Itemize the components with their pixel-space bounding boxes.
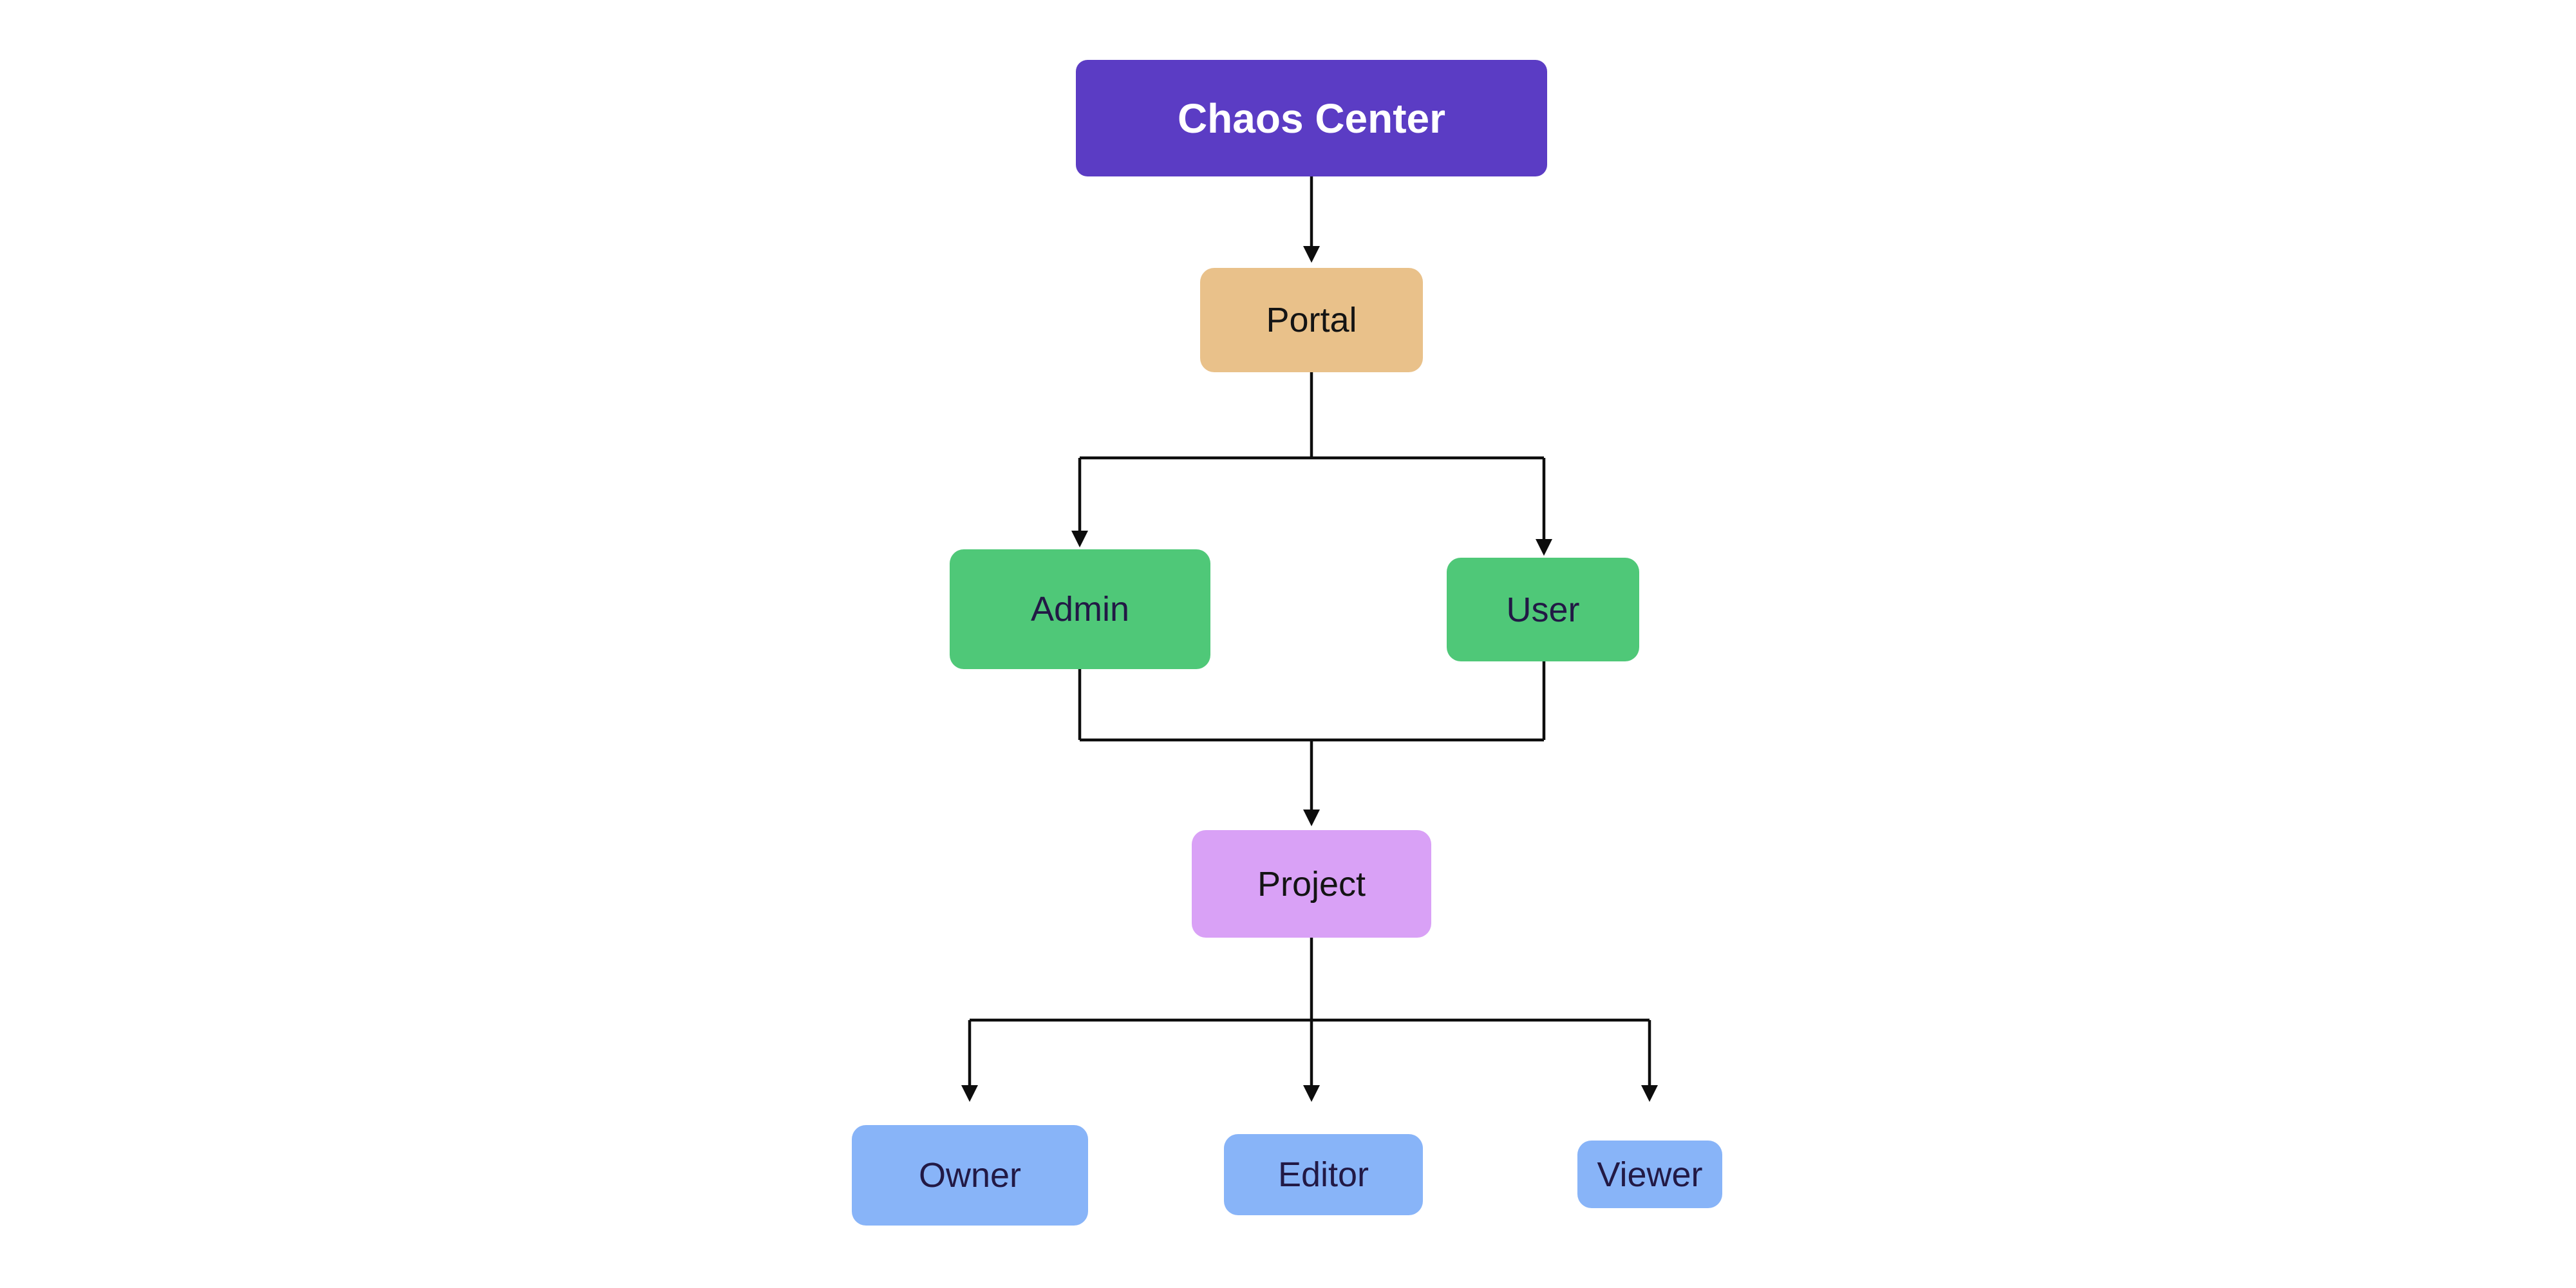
node-chaos-center-label: Chaos Center [1177, 95, 1446, 142]
edge-arrowheads [961, 246, 1658, 1102]
node-portal: Portal [1200, 268, 1423, 372]
arrowhead-owner [961, 1085, 978, 1102]
node-owner-label: Owner [918, 1156, 1022, 1195]
node-portal-label: Portal [1266, 301, 1357, 339]
node-editor-label: Editor [1277, 1155, 1369, 1194]
node-admin: Admin [950, 549, 1210, 669]
arrowhead-admin [1071, 531, 1088, 547]
node-viewer-label: Viewer [1597, 1155, 1703, 1194]
node-chaos-center: Chaos Center [1076, 60, 1547, 176]
arrowhead-viewer [1641, 1085, 1658, 1102]
node-user-label: User [1506, 590, 1580, 629]
arrowhead-editor [1303, 1085, 1320, 1102]
node-admin-label: Admin [1030, 590, 1130, 629]
node-editor: Editor [1224, 1134, 1423, 1215]
node-project-label: Project [1257, 864, 1366, 904]
arrowhead-user [1536, 539, 1552, 556]
node-owner: Owner [852, 1125, 1088, 1226]
node-user: User [1447, 558, 1639, 661]
edge-lines [968, 176, 1651, 1085]
node-project: Project [1192, 830, 1431, 938]
node-viewer: Viewer [1577, 1141, 1722, 1208]
arrowhead-project [1303, 810, 1320, 826]
arrowhead-portal [1303, 246, 1320, 263]
